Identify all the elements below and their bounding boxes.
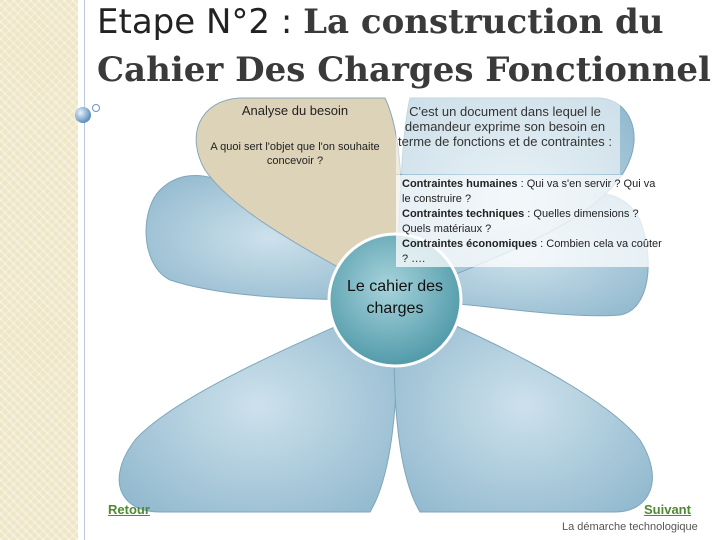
- petal-bottom-right: [393, 299, 653, 513]
- slide-title-line2: Cahier Des Charges Fonctionnel: [97, 50, 711, 90]
- constraint-text: : Quelles dimensions ? Quels matériaux ?: [402, 208, 639, 235]
- constraint-text: : Qui va s'en servir ? Qui va le constru…: [402, 178, 656, 205]
- decorative-bubble: [75, 107, 91, 123]
- definition-text: C'est un document dans lequel le demande…: [398, 104, 612, 149]
- title-step: Etape N°2 :: [97, 2, 304, 42]
- constraint-label: Contraintes humaines: [402, 178, 518, 190]
- center-label: Le cahier des charges: [346, 278, 444, 317]
- center-circle: [327, 232, 463, 368]
- constraint-item: Contraintes économiques : Combien cela v…: [402, 237, 664, 267]
- decorative-side-band: [0, 0, 78, 540]
- constraint-label: Contraintes techniques: [402, 208, 525, 220]
- constraints-list: Contraintes humaines : Qui va s'en servi…: [402, 177, 664, 267]
- title-bold-part: La construction du: [303, 2, 664, 42]
- petal-bottom-left: [118, 299, 398, 513]
- definition-box: [396, 96, 620, 174]
- constraint-item: Contraintes humaines : Qui va s'en servi…: [402, 177, 664, 207]
- constraint-label: Contraintes économiques: [402, 238, 538, 250]
- footer-text: La démarche technologique: [562, 521, 698, 533]
- slide-title-line1: Etape N°2 : La construction du: [97, 0, 664, 44]
- constraint-item: Contraintes techniques : Quelles dimensi…: [402, 207, 664, 237]
- petal-title: Analyse du besoin: [241, 103, 349, 118]
- back-link[interactable]: Retour: [108, 502, 150, 517]
- constraints-box: [396, 175, 666, 267]
- decorative-divider: [84, 0, 85, 540]
- constraint-text: : Combien cela va coûter ? ….: [402, 238, 662, 265]
- decorative-bubble-small: [92, 104, 100, 112]
- petal-question: A quoi sert l'objet que l'on souhaite co…: [210, 141, 380, 167]
- next-link[interactable]: Suivant: [644, 502, 691, 517]
